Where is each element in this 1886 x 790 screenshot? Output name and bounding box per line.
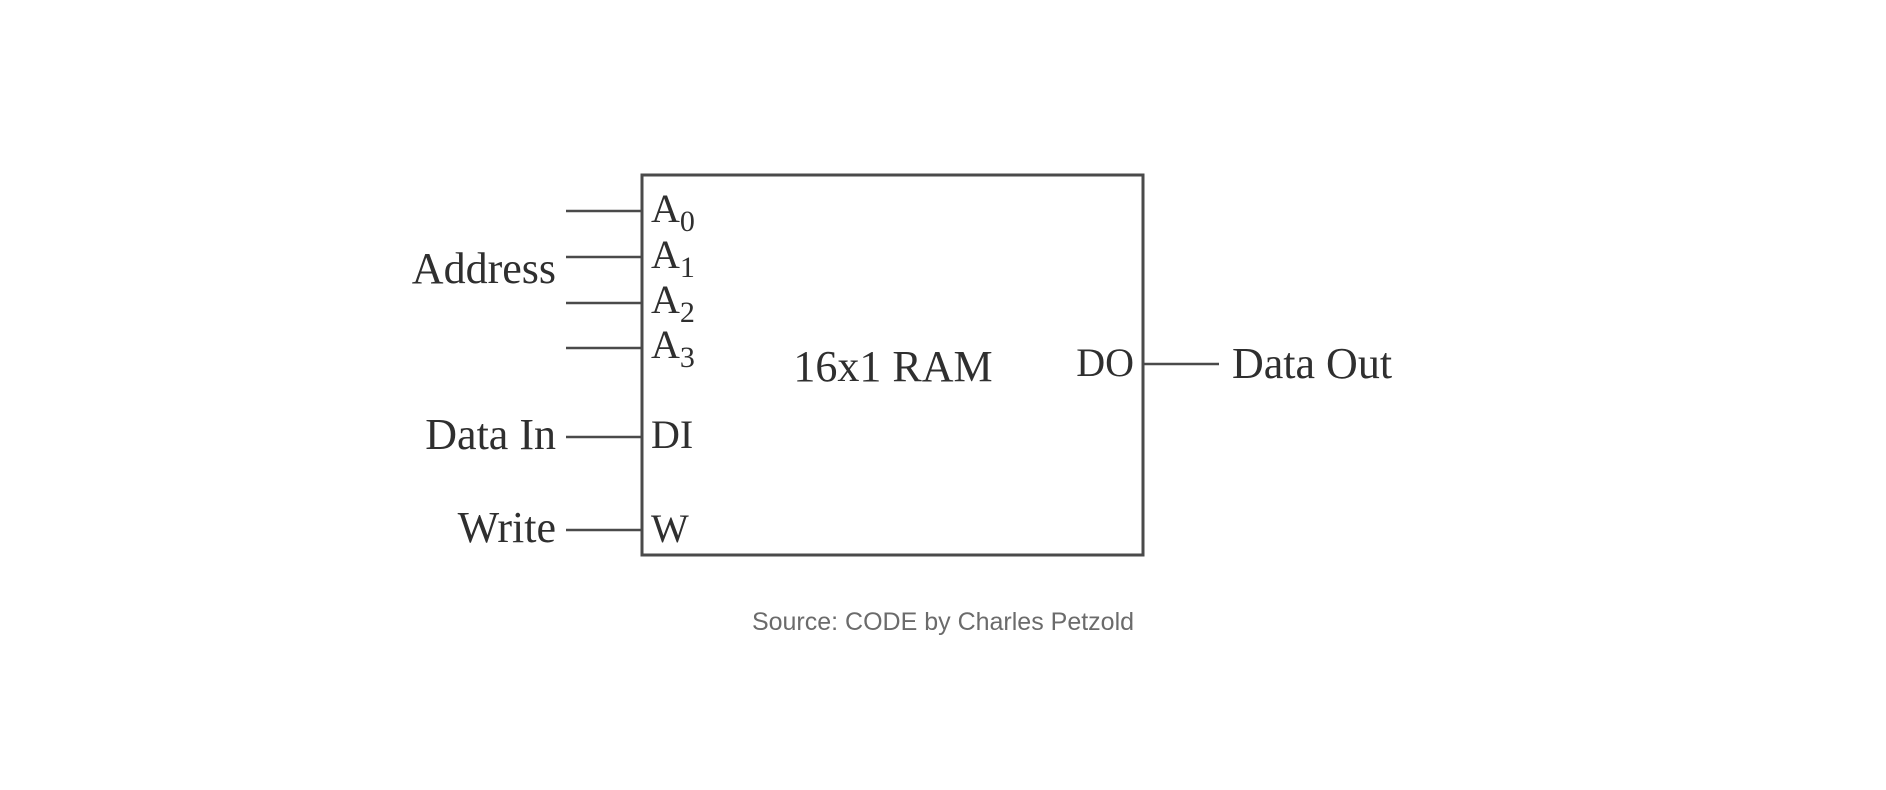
ram-block-diagram: A0 A1 A2 A3 DI W DO 16x1 RAM Address Dat… bbox=[412, 173, 1392, 557]
pin-a1: A1 bbox=[651, 232, 695, 284]
chip-label: 16x1 RAM bbox=[793, 342, 992, 391]
data-out-label: Data Out bbox=[1232, 339, 1392, 388]
pin-w: W bbox=[651, 506, 689, 551]
pin-do: DO bbox=[1076, 340, 1134, 385]
data-in-label: Data In bbox=[425, 410, 556, 459]
pin-di: DI bbox=[651, 412, 693, 457]
pin-a2: A2 bbox=[651, 277, 695, 329]
address-label: Address bbox=[412, 244, 556, 293]
figure-caption: Source: CODE by Charles Petzold bbox=[751, 608, 1135, 636]
ram-chip-box bbox=[640, 173, 1145, 557]
pin-a0: A0 bbox=[651, 186, 695, 238]
write-label: Write bbox=[458, 503, 556, 552]
pin-a3: A3 bbox=[651, 322, 695, 374]
